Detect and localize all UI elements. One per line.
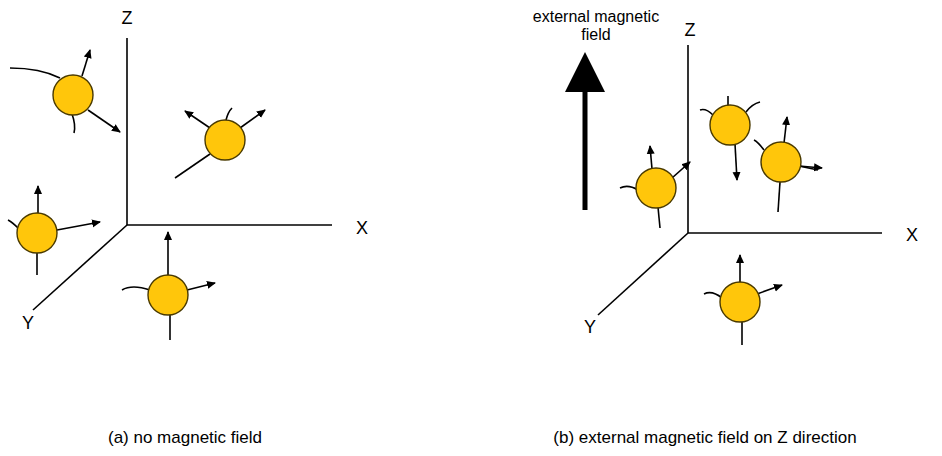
axis-label: Z	[685, 20, 696, 41]
field-arrow	[583, 72, 588, 210]
axis-label: Y	[22, 313, 34, 334]
field-label: external magnetic field	[531, 8, 661, 45]
subfigure-caption: (a) no magnetic field	[108, 428, 262, 448]
axes-a	[33, 38, 332, 310]
spins-a	[8, 50, 265, 340]
axes-b	[598, 45, 882, 315]
axis-label: X	[906, 225, 918, 246]
particle-spheres	[17, 75, 801, 322]
axis-label: X	[356, 218, 368, 239]
subfigure-caption: (b) external magnetic field on Z directi…	[553, 428, 856, 448]
axis-label: Z	[122, 8, 133, 29]
spins-b	[620, 96, 822, 345]
axis-label: Y	[584, 317, 596, 338]
